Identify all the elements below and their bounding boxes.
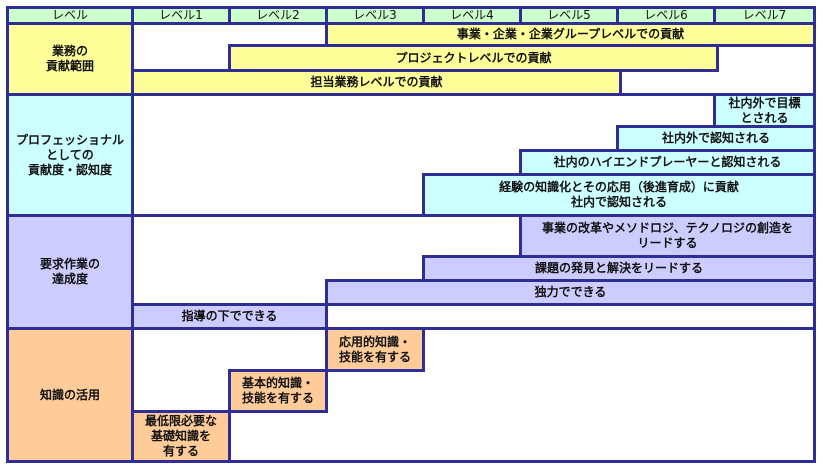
bar-high-end-player: 社内のハイエンドプレーヤーと認知される: [519, 149, 816, 176]
bar-project-contribution: プロジェクトレベルでの貢献: [228, 44, 719, 72]
section-label-professional-recognition: プロフェッショナル としての 貢献度・認知度: [6, 93, 134, 217]
bar-independent: 独力でできる: [325, 279, 816, 306]
bar-recognized-inside-outside: 社内外で認知される: [616, 125, 816, 152]
bar-knowledge-sharing-mentoring: 経験の知識化とその応用（後進育成）に貢献 社内で認知される: [422, 173, 816, 217]
bar-lead-innovation: 事業の改革やメソドロジ、テクノロジの創造を リードする: [519, 214, 816, 258]
bar-role-model-inside-outside: 社内外で目標 とされる: [713, 93, 816, 128]
bar-minimum-knowledge: 最低限必要な 基礎知識を 有する: [131, 410, 231, 463]
bar-applied-knowledge: 応用的知識・ 技能を有する: [325, 327, 425, 372]
bar-under-guidance: 指導の下でできる: [131, 303, 328, 330]
bar-basic-knowledge: 基本的知識・ 技能を有する: [228, 369, 328, 413]
bar-lead-problem-solving: 課題の発見と解決をリードする: [422, 255, 816, 282]
section-label-task-achievement: 要求作業の 達成度: [6, 214, 134, 330]
section-label-knowledge-application: 知識の活用: [6, 327, 134, 463]
section-label-contribution-scope: 業務の 貢献範囲: [6, 22, 134, 96]
bar-business-enterprise-contribution: 事業・企業・企業グループレベルでの貢献: [325, 22, 816, 47]
bar-assigned-work-contribution: 担当業務レベルでの貢献: [131, 69, 622, 96]
